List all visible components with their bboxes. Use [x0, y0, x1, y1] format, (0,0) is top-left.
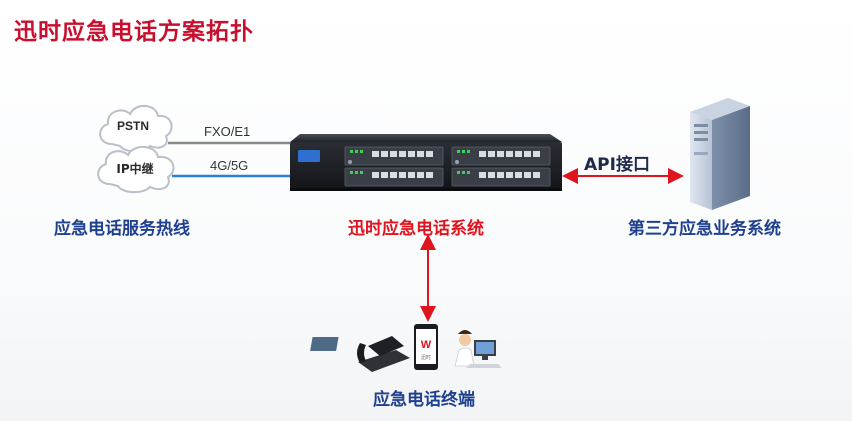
page-title: 迅时应急电话方案拓扑: [14, 19, 254, 45]
mobile-phone-icon: W 迅时: [414, 324, 438, 370]
server-icon: [690, 98, 750, 210]
gateway-device-icon: [290, 134, 562, 191]
terminal-caption: 应急电话终端: [373, 390, 475, 410]
4g-5g-label: 4G/5G: [210, 158, 249, 173]
pstn-cloud-icon: [99, 105, 173, 153]
pstn-label: PSTN: [116, 119, 149, 133]
phone-app-logo-caption: 迅时: [421, 354, 431, 361]
third-party-caption: 第三方应急业务系统: [628, 219, 781, 239]
ip-trunk-label: IP中继: [116, 162, 154, 176]
operator-computer-icon: [454, 330, 502, 368]
api-label: API接口: [584, 155, 650, 175]
fxo-e1-label: FXO/E1: [204, 124, 251, 139]
ip-trunk-cloud-icon: [97, 146, 175, 194]
phone-app-logo: W: [421, 339, 432, 351]
desk-phone-icon: [310, 336, 410, 372]
hotline-caption: 应急电话服务热线: [54, 219, 190, 239]
system-caption: 迅时应急电话系统: [348, 219, 484, 239]
